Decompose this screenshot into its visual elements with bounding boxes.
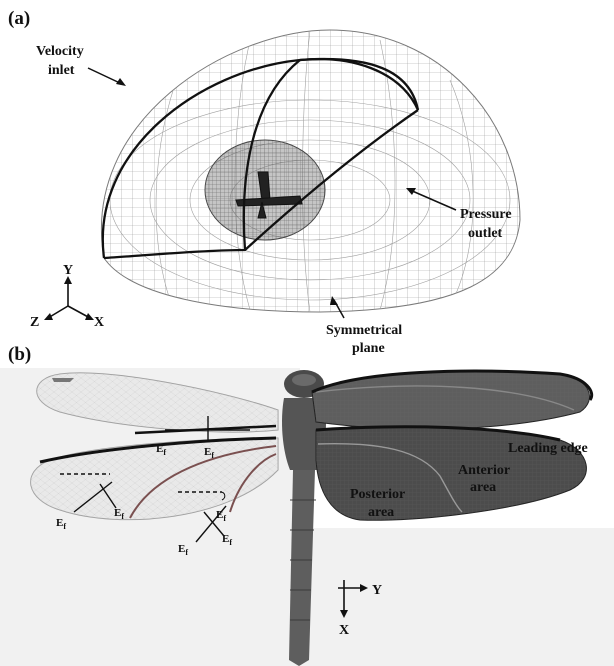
panel-b-tag: (b)	[8, 344, 31, 365]
axis-x-label-a: X	[94, 315, 104, 330]
anterior-area-label-line1: Anterior	[458, 463, 510, 478]
pressure-outlet-label-line1: Pressure	[460, 207, 512, 222]
velocity-inlet-label-line2: inlet	[48, 63, 75, 78]
hemisphere-mesh	[101, 30, 520, 312]
axis-y-label-b: Y	[372, 583, 382, 598]
velocity-inlet-arrow	[88, 68, 122, 84]
panel-b: (b)	[0, 344, 614, 666]
axis-triad-3d	[44, 276, 94, 320]
pressure-outlet-label-line2: outlet	[468, 226, 503, 241]
velocity-inlet-label-line1: Velocity	[36, 44, 84, 59]
panel-a-tag: (a)	[8, 8, 30, 29]
axis-y-label-a: Y	[63, 263, 73, 278]
symmetrical-plane-label-line2: plane	[352, 341, 385, 356]
anterior-area-label-line2: area	[470, 480, 496, 495]
leading-edge-label: Leading edge	[508, 441, 588, 456]
axis-x-label-b: X	[339, 623, 349, 638]
posterior-area-label-line1: Posterior	[350, 487, 405, 502]
symmetrical-plane-label-line1: Symmetrical	[326, 323, 402, 338]
panel-a: (a)	[8, 8, 520, 356]
posterior-area-label-line2: area	[368, 505, 394, 520]
axis-z-label-a: Z	[30, 315, 39, 330]
